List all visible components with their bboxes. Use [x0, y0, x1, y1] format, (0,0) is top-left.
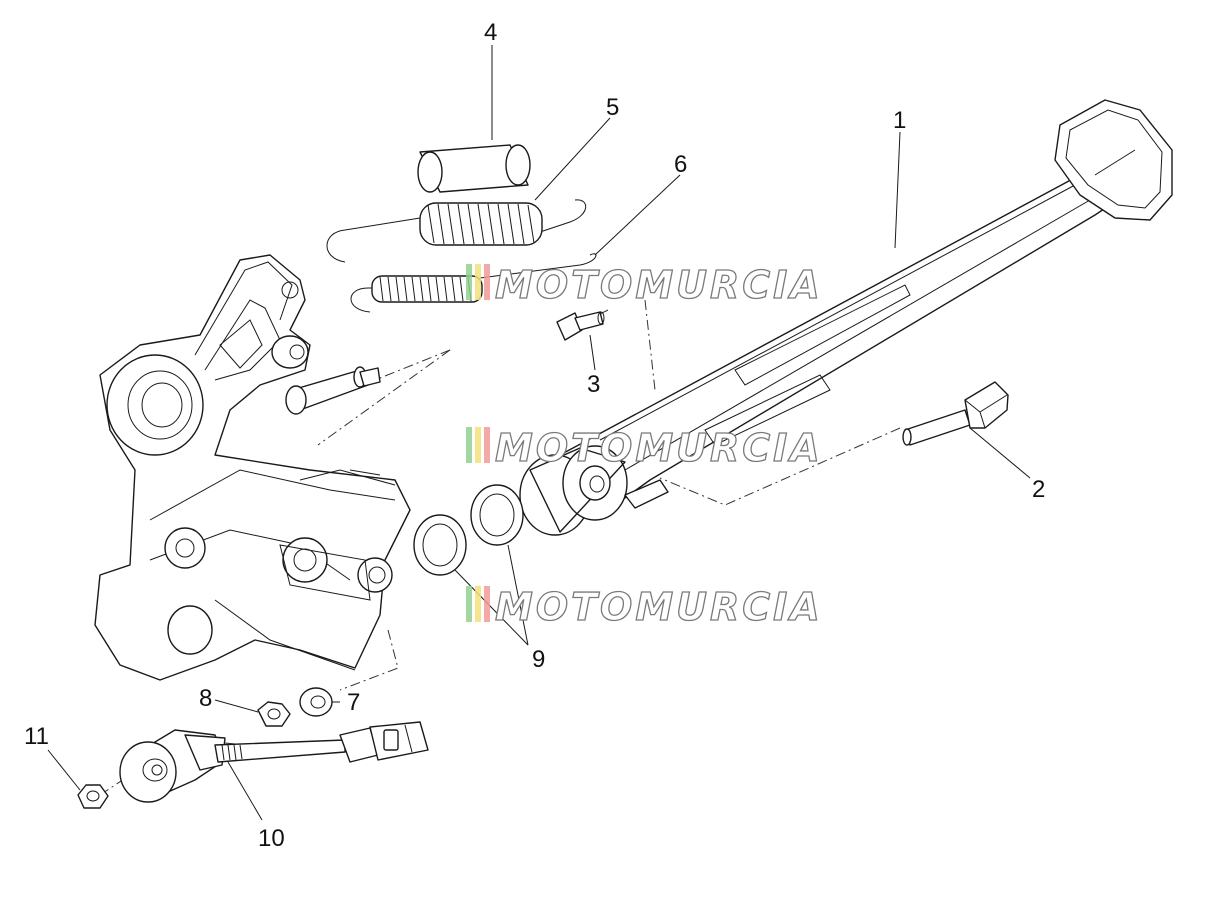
callout-5: 5	[606, 94, 619, 121]
watermark-bar-green	[466, 586, 472, 622]
stand-bracket	[94, 254, 411, 681]
callout-11: 11	[24, 723, 49, 750]
leader-lines	[47, 45, 1031, 821]
watermark-bar-yellow	[475, 427, 481, 463]
callout-3: 3	[587, 371, 600, 398]
callouts: 4 5 6 1 3 2 9 8 7 11 10	[24, 19, 1045, 852]
callout-8: 8	[199, 685, 212, 712]
watermark-text: MOTOMURCIA	[495, 263, 823, 307]
part-7-washer	[299, 687, 333, 717]
part-10-stand-switch	[119, 721, 429, 803]
part-9-washers	[413, 484, 524, 576]
part-8-nut	[257, 701, 291, 727]
watermark-bar-red	[484, 427, 490, 463]
part-4-bushing	[417, 144, 531, 193]
watermark-text: MOTOMURCIA	[495, 585, 823, 629]
watermark-bar-yellow	[475, 264, 481, 300]
callout-10: 10	[258, 825, 285, 852]
callout-9: 9	[532, 646, 545, 673]
watermark-1: MOTOMURCIA	[466, 262, 823, 308]
part-2-pivot-bolt	[902, 381, 1009, 446]
callout-7: 7	[347, 689, 360, 716]
callout-2: 2	[1032, 476, 1045, 503]
callout-1: 1	[893, 107, 906, 134]
watermark-text: MOTOMURCIA	[495, 426, 823, 470]
watermark-bar-yellow	[475, 586, 481, 622]
callout-6: 6	[674, 151, 687, 178]
watermark-2: MOTOMURCIA	[466, 425, 823, 471]
part-3-screw	[556, 311, 605, 341]
watermark-bar-red	[484, 264, 490, 300]
watermark-bar-green	[466, 264, 472, 300]
part-5-spring	[326, 199, 587, 263]
watermark-bar-red	[484, 586, 490, 622]
bracket-bolt	[285, 366, 381, 415]
callout-4: 4	[484, 19, 497, 46]
watermark-bar-green	[466, 427, 472, 463]
watermark-3: MOTOMURCIA	[466, 584, 823, 630]
part-1-side-stand	[519, 99, 1173, 536]
part-11-nut	[77, 784, 109, 809]
